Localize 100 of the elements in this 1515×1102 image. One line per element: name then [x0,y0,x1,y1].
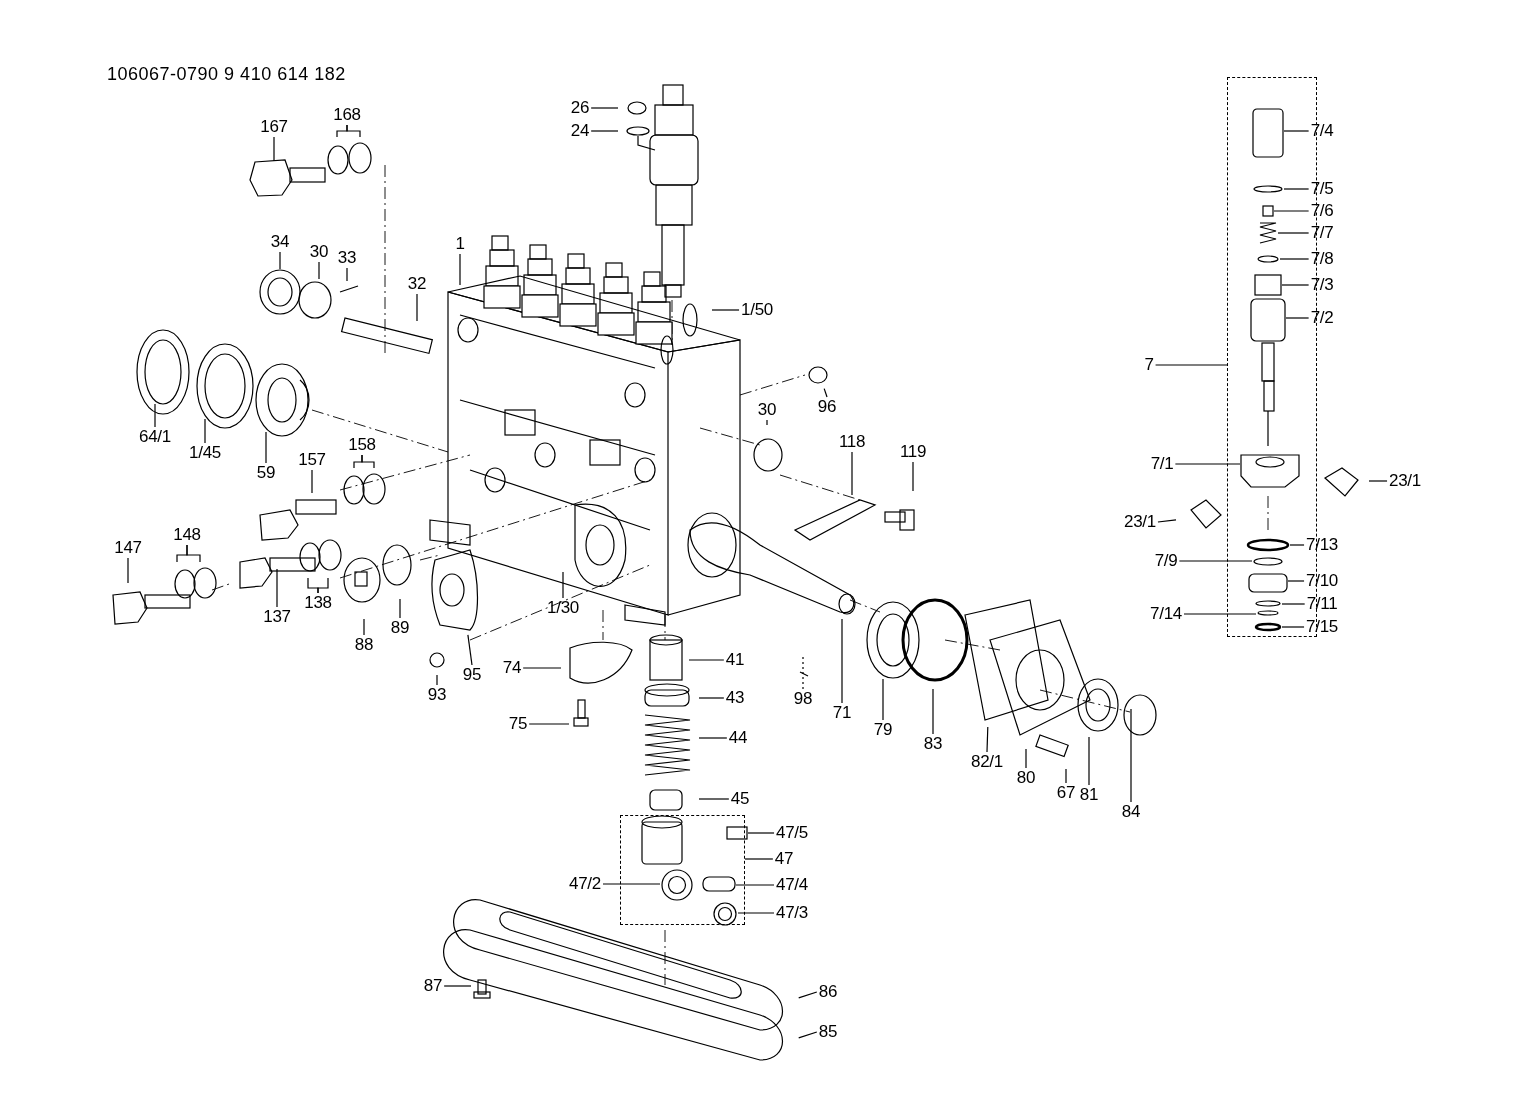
callout-number: 7/15 [1306,618,1338,636]
callout-number: 83 [923,735,943,753]
leader-line [1368,480,1388,482]
leader-line [311,469,313,494]
callout-number: 79 [873,721,893,739]
sealing-ring-drawing [1252,184,1284,194]
leader-line [1174,463,1241,465]
pin-drawing [702,876,736,892]
leader-line [443,985,472,987]
leader-line [279,251,281,270]
callout-number: 67 [1056,784,1076,802]
roller-drawing [660,868,694,902]
clamp-flange-drawing [1240,452,1300,488]
leader-line [416,293,418,322]
leader-line [823,388,828,398]
sealing-ring-drawing [1254,599,1282,608]
leader-line [562,571,564,599]
leader-line [528,723,570,725]
leader-line [1155,364,1228,366]
callout-number: 33 [337,249,357,267]
leader-line [1281,603,1306,605]
valve-part-drawing [1262,205,1274,217]
callout-number: 34 [270,233,290,251]
leader-line [747,832,775,834]
valve-part-drawing [1254,274,1282,296]
leader-line [1273,210,1310,212]
callout-number: 118 [838,433,866,451]
leader-line [1065,768,1067,784]
leader-line [346,124,361,138]
callout-number: 148 [173,526,201,544]
leader-line [1130,708,1132,803]
callout-number: 85 [818,1023,838,1041]
leader-line [1283,130,1310,132]
callout-number: 157 [298,451,326,469]
leader-line [467,634,473,666]
callout-number: 47/3 [776,904,808,922]
leader-line [841,618,843,704]
leader-line [766,419,768,426]
callout-number: 7/5 [1310,180,1334,198]
callout-number: 47/5 [776,824,808,842]
leader-line [1157,519,1177,523]
callout-number: 71 [832,704,852,722]
callout-number: 23/1 [1389,472,1421,490]
callout-number: 47/2 [569,875,601,893]
callout-number: 80 [1016,769,1036,787]
callout-number: 1 [455,235,465,253]
callout-number: 1/30 [547,599,579,617]
o-ring-drawing [1254,622,1282,632]
leader-line [1279,258,1310,260]
leader-line [346,267,348,282]
leader-line [363,618,365,636]
leader-line [318,261,320,280]
o-ring-drawing [1246,538,1290,552]
callout-number: 89 [390,619,410,637]
leader-line [744,858,774,860]
leader-line [711,309,740,311]
leader-line [1277,232,1310,234]
leader-line [590,107,619,109]
callout-number: 43 [725,689,745,707]
leader-line [1025,748,1027,769]
callout-number: 74 [502,659,522,677]
callout-number: 87 [423,977,443,995]
callout-number: 30 [309,243,329,261]
leader-line [986,726,989,753]
sealing-ring-drawing [1252,556,1284,567]
leader-line [522,667,562,669]
callout-number: 7/1 [1150,455,1174,473]
valve-body-drawing [1250,298,1286,342]
callout-number: 7/9 [1154,552,1178,570]
leader-line [698,697,725,699]
leader-line [590,130,619,132]
leader-line [276,568,278,608]
roller-drawing [712,901,738,927]
callout-number: 167 [260,118,288,136]
callout-number: 7/13 [1306,536,1338,554]
callout-number: 32 [407,275,427,293]
leader-line [1088,736,1090,786]
callout-number: 1/45 [189,444,221,462]
callout-number: 47/4 [776,876,808,894]
leader-line [602,883,661,885]
callout-number: 96 [817,398,837,416]
leader-line [1287,580,1305,582]
valve-part-drawing [726,826,748,840]
leader-line [698,737,728,739]
callout-number: 7/2 [1310,309,1334,327]
callout-number: 81 [1079,786,1099,804]
callout-number: 64/1 [139,428,171,446]
callout-number: 168 [333,106,361,124]
callout-number: 88 [354,636,374,654]
callout-number: 7/11 [1306,595,1338,613]
callout-number: 7/14 [1150,605,1182,623]
sealing-ring-drawing [1256,609,1280,617]
dashed-group-frame [620,815,745,925]
callout-number: 7/4 [1310,122,1334,140]
callout-number: 26 [570,99,590,117]
spring-drawing [1258,222,1278,244]
callout-number: 7 [1144,356,1154,374]
callout-number: 7/3 [1310,276,1334,294]
leader-line [399,598,401,619]
leader-line [802,656,804,690]
